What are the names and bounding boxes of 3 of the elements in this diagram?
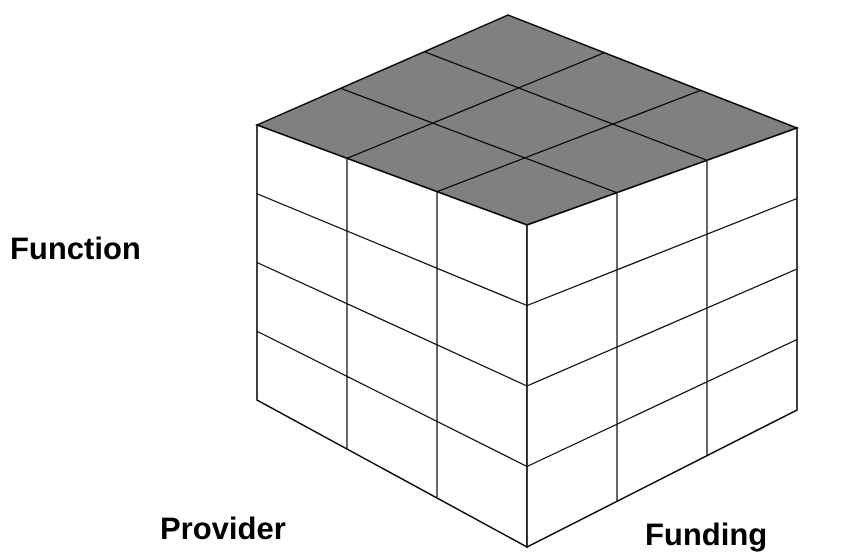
axis-label: Function [10,233,141,264]
axis-label: Provider [160,513,286,544]
axis-label: Funding [645,519,768,550]
